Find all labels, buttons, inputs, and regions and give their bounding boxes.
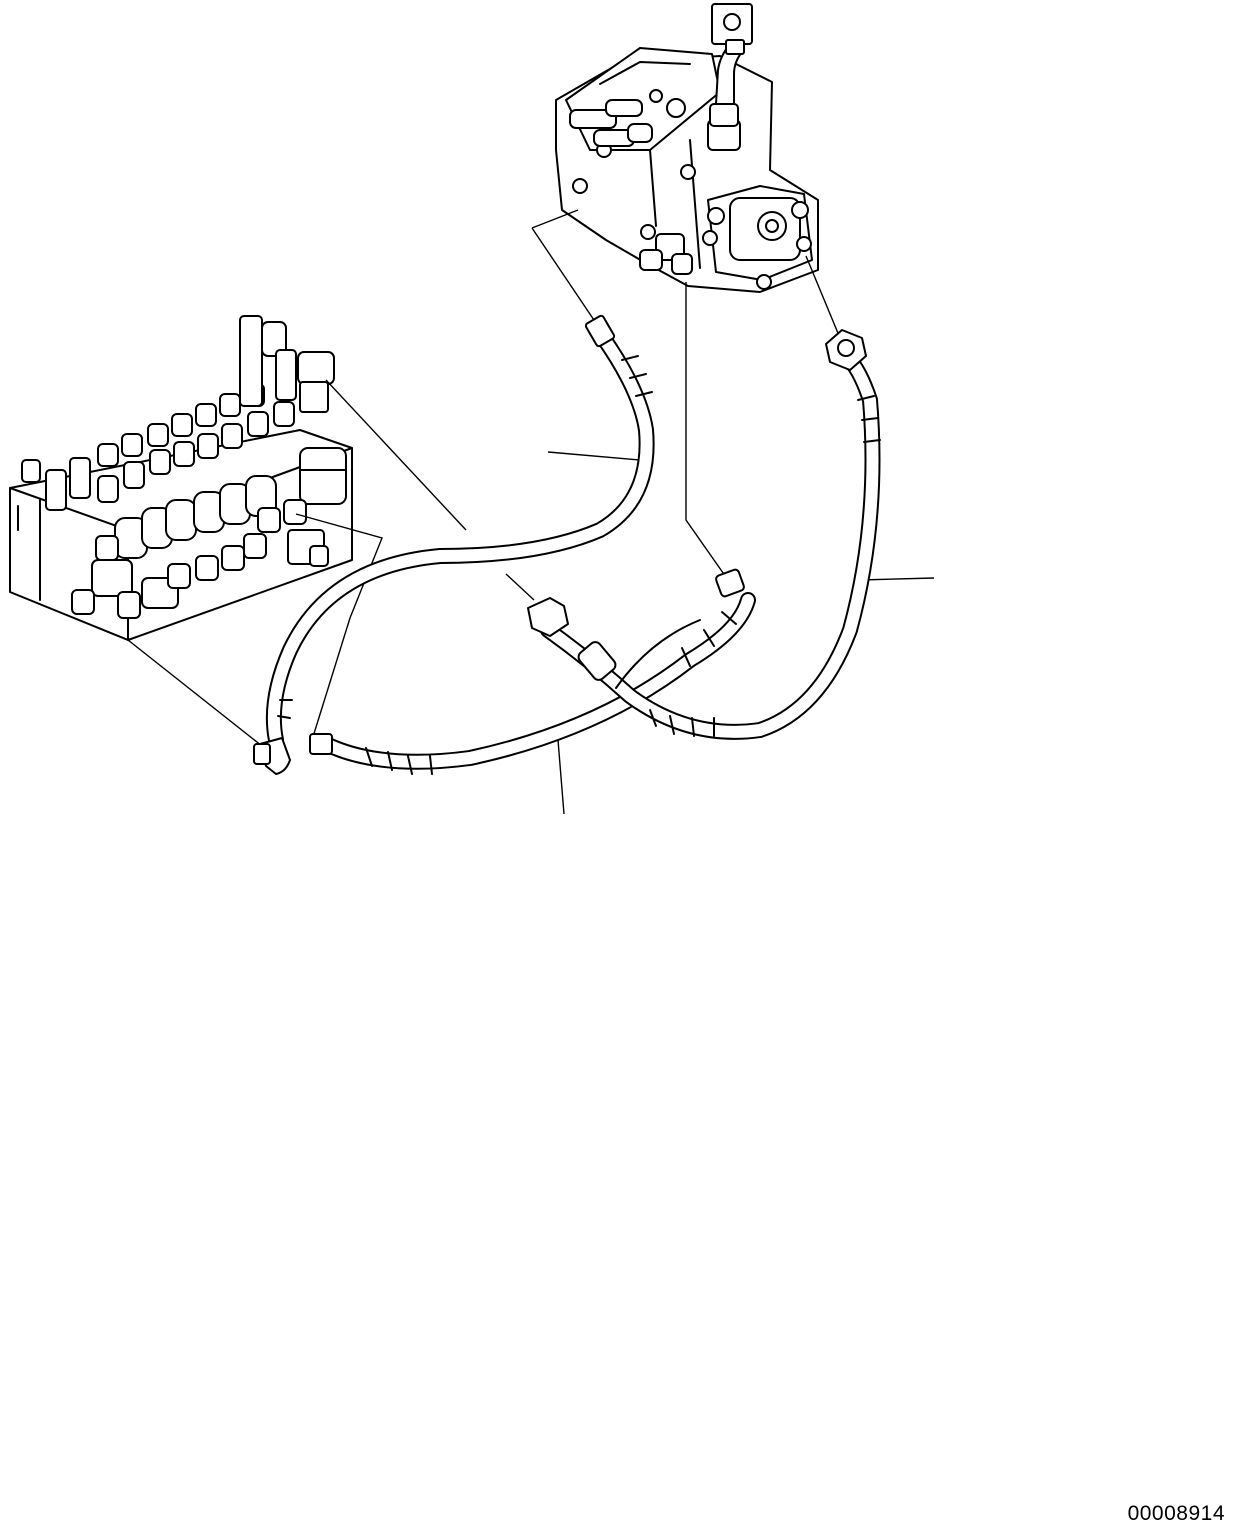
control-valve	[9, 315, 353, 641]
hose-b	[309, 568, 756, 775]
hose-a	[253, 314, 655, 775]
hose-c	[527, 329, 881, 740]
valve-ports	[71, 499, 329, 619]
valve-fittings	[21, 315, 335, 511]
spool-caps	[114, 447, 347, 565]
hose-d	[615, 619, 701, 689]
hydraulic-pump	[555, 3, 819, 293]
leader-lines	[127, 209, 935, 815]
document-number: 00008914	[1127, 1502, 1225, 1525]
